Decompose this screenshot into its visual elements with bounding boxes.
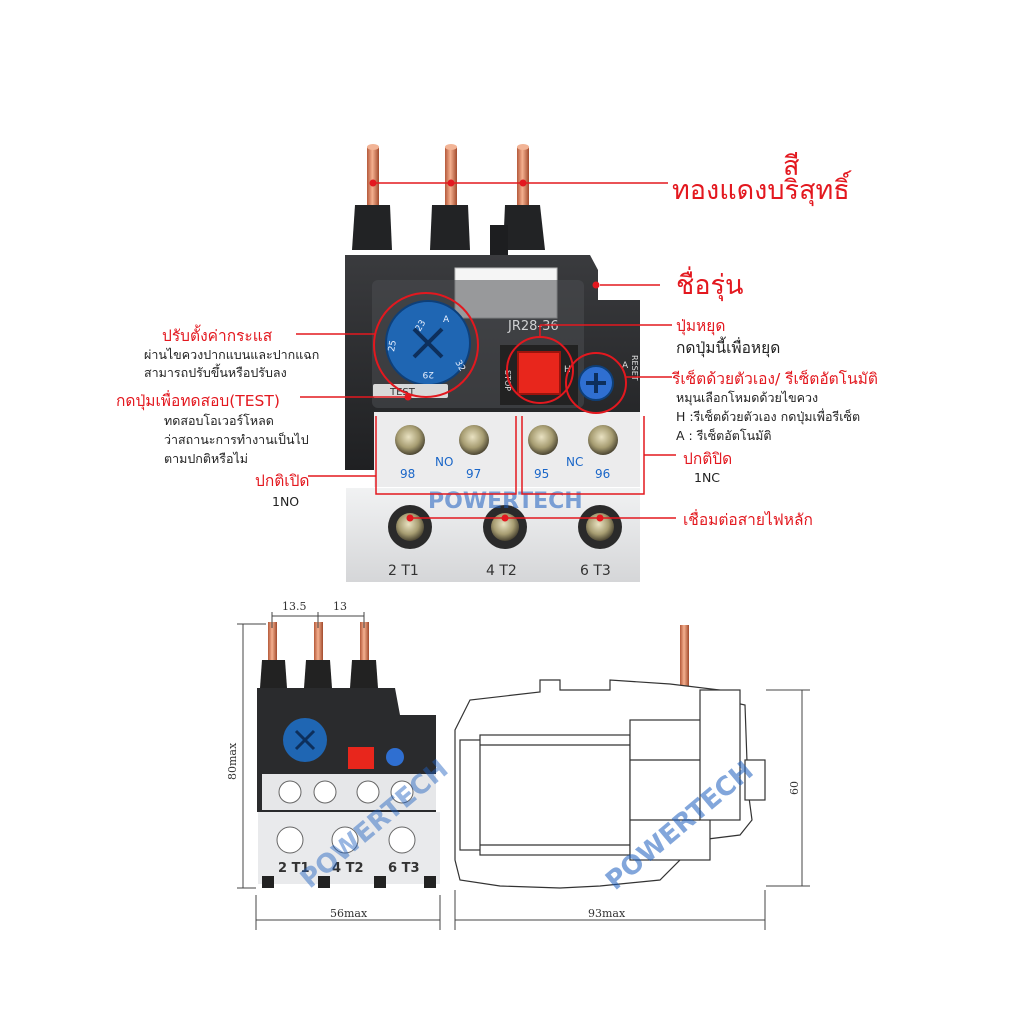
callout-main-title: เชื่อมต่อสายไฟหลัก — [683, 511, 813, 529]
watermark-top: POWERTECH — [428, 489, 583, 514]
callout-current-desc2: สามารถปรับขึ้นหรือปรับลง — [144, 365, 287, 380]
test-button-text: TEST — [389, 387, 416, 398]
callout-reset-desc2: H :รีเซ็ตด้วยตัวเอง กดปุ่มเพื่อรีเซ็ต — [676, 409, 861, 424]
callout-test-desc1: ทดสอบโอเวอร์โหลด — [164, 413, 274, 428]
callout-test-desc2: ว่าสถานะการทำงานเป็นไป — [164, 432, 309, 447]
current-dial[interactable]: 23 A 25 29 32 — [385, 300, 471, 386]
drawing-terminal-6t3: 6 T3 — [388, 861, 419, 876]
callout-model-name: ชื่อรุ่น — [676, 270, 744, 301]
callout-copper-1: สี — [783, 151, 800, 182]
callout-copper-2: ทองแดงบริสุทธิ์ — [672, 175, 850, 206]
dim-side-height: 60 — [788, 781, 801, 795]
callout-nc-sub: 1NC — [694, 470, 721, 485]
dial-value-2: 25 — [387, 340, 399, 353]
terminal-96: 96 — [595, 467, 610, 481]
nc-label: NC — [566, 455, 583, 469]
dim-width: 56max — [330, 907, 368, 920]
copper-pins — [367, 144, 529, 218]
callout-test-title: กดปุ่มเพื่อทดสอบ(TEST) — [116, 392, 280, 410]
relay-photo: JR28-36 23 A 25 29 32 TEST STOP H A RESE… — [345, 144, 640, 582]
drawing-side-view — [454, 625, 766, 889]
drawing-terminal-2t1: 2 T1 — [278, 861, 309, 876]
callout-dots — [369, 179, 604, 522]
drawing-terminal-4t2: 4 T2 — [332, 861, 363, 876]
terminal-6t3: 6 T3 — [580, 563, 611, 579]
reset-text: RESET — [630, 355, 639, 381]
callout-no-title: ปกติเปิด — [255, 472, 310, 490]
terminal-4t2: 4 T2 — [486, 563, 517, 579]
terminal-2t1: 2 T1 — [388, 563, 419, 579]
callout-reset-desc1: หมุนเลือกโหมดด้วยไขควง — [676, 390, 819, 405]
callout-current-title: ปรับตั้งค่ากระแส — [162, 327, 273, 345]
callout-stop-title: ปุ่มหยุด — [676, 317, 726, 335]
mode-a-text: A — [622, 361, 629, 371]
test-button[interactable] — [373, 384, 448, 398]
dim-height: 80max — [226, 742, 239, 780]
side-dimensions — [454, 689, 810, 930]
dim-pitch-2: 13 — [333, 600, 347, 613]
dial-mark-a: A — [443, 315, 450, 325]
mode-h-text: H — [564, 365, 571, 375]
dim-depth: 93max — [588, 907, 626, 920]
dim-pitch-1: 13.5 — [282, 600, 307, 613]
callout-reset-desc3: A : รีเซ็ตอัตโนมัติ — [676, 428, 772, 443]
stop-button-text: STOP — [503, 370, 512, 391]
front-dimensions — [237, 612, 441, 930]
callout-nc-title: ปกติปิด — [683, 450, 733, 468]
callout-test-desc3: ตามปกติหรือไม่ — [164, 451, 248, 466]
callout-stop-desc: กดปุ่มนี้เพื่อหยุด — [676, 339, 781, 357]
model-plate-text: JR28-36 — [507, 319, 559, 334]
drawing-front-view: 2 T1 4 T2 6 T3 — [257, 622, 440, 888]
callout-current-desc1: ผ่านไขควงปากแบนและปากแฉก — [144, 347, 320, 362]
callout-no-sub: 1NO — [272, 494, 300, 509]
dial-value-3: 29 — [422, 369, 434, 379]
stop-button[interactable] — [517, 351, 561, 395]
callout-reset-title: รีเซ็ตด้วยตัวเอง/ รีเซ็ตอัตโนมัติ — [672, 370, 878, 388]
no-label: NO — [435, 455, 453, 469]
terminal-95: 95 — [534, 467, 549, 481]
dial-value-4: 32 — [452, 359, 466, 374]
terminal-97: 97 — [466, 467, 481, 481]
terminal-98: 98 — [400, 467, 415, 481]
